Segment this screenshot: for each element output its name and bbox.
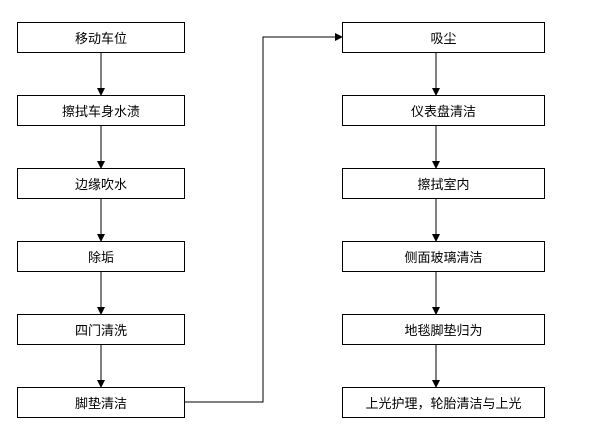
step-box: 脚垫清洁 bbox=[17, 387, 185, 418]
step-label: 上光护理，轮胎清洁与上光 bbox=[365, 397, 522, 412]
step-label: 吸尘 bbox=[430, 32, 457, 47]
step-label: 地毯脚垫归为 bbox=[404, 324, 483, 339]
step-label: 仪表盘清洁 bbox=[410, 105, 476, 120]
step-box: 侧面玻璃清洁 bbox=[342, 241, 545, 272]
step-box: 除垢 bbox=[17, 241, 185, 272]
step-label: 移动车位 bbox=[74, 32, 127, 47]
step-box: 吸尘 bbox=[342, 22, 545, 53]
step-box: 移动车位 bbox=[17, 22, 185, 53]
step-box: 上光护理，轮胎清洁与上光 bbox=[342, 387, 545, 418]
step-box: 擦拭车身水渍 bbox=[17, 95, 185, 126]
step-label: 侧面玻璃清洁 bbox=[404, 251, 483, 266]
step-box: 地毯脚垫归为 bbox=[342, 314, 545, 345]
step-box: 擦拭室内 bbox=[342, 168, 545, 199]
step-label: 擦拭室内 bbox=[417, 178, 470, 193]
step-box: 仪表盘清洁 bbox=[342, 95, 545, 126]
step-label: 边缘吹水 bbox=[74, 178, 127, 193]
step-box: 边缘吹水 bbox=[17, 168, 185, 199]
step-label: 除垢 bbox=[87, 251, 114, 266]
arrow-connector-between-columns bbox=[185, 33, 343, 403]
step-label: 擦拭车身水渍 bbox=[61, 105, 140, 120]
step-label: 脚垫清洁 bbox=[74, 397, 127, 412]
step-label: 四门清洗 bbox=[74, 324, 127, 339]
step-box: 四门清洗 bbox=[17, 314, 185, 345]
